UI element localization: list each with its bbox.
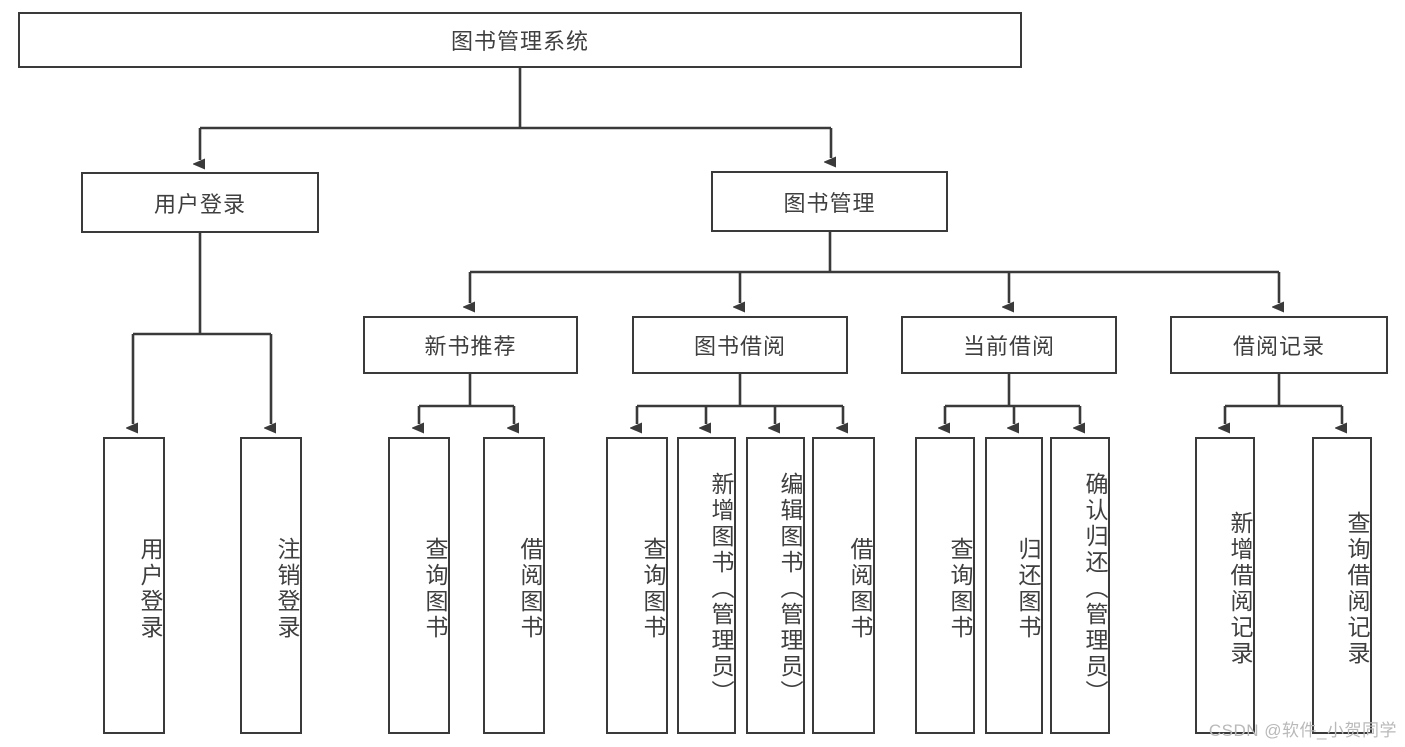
leaf-return-book[interactable]: 归还图书 <box>985 437 1043 734</box>
leaf-borrow-book-label: 借阅图书 <box>847 536 873 641</box>
node-user-login[interactable]: 用户登录 <box>81 172 319 233</box>
node-book-borrow[interactable]: 图书借阅 <box>632 316 848 374</box>
leaf-add-borrow-record-label: 新增借阅记录 <box>1227 510 1253 667</box>
leaf-borrow-book-recommend[interactable]: 借阅图书 <box>483 437 545 734</box>
watermark: CSDN @软件_小贺同学 <box>1208 721 1397 740</box>
leaf-confirm-return-admin[interactable]: 确认归还（管理员） <box>1050 437 1110 734</box>
leaf-return-book-label: 归还图书 <box>1015 536 1041 641</box>
leaf-query-book-borrow-label: 查询图书 <box>640 536 666 641</box>
leaf-query-book-current-label: 查询图书 <box>947 536 973 641</box>
leaf-query-book-current[interactable]: 查询图书 <box>915 437 975 734</box>
node-book-borrow-label: 图书借阅 <box>693 334 786 359</box>
leaf-logout-label: 注销登录 <box>274 536 300 641</box>
leaf-edit-book-admin[interactable]: 编辑图书（管理员） <box>746 437 805 734</box>
node-root[interactable]: 图书管理系统 <box>18 12 1022 68</box>
node-current-borrow-label: 当前借阅 <box>962 334 1055 359</box>
node-new-book-recommend-label: 新书推荐 <box>424 334 517 359</box>
node-current-borrow[interactable]: 当前借阅 <box>901 316 1117 374</box>
leaf-logout[interactable]: 注销登录 <box>240 437 302 734</box>
leaf-query-book-recommend[interactable]: 查询图书 <box>388 437 450 734</box>
node-user-login-label: 用户登录 <box>153 191 246 217</box>
leaf-query-book-borrow[interactable]: 查询图书 <box>606 437 668 734</box>
leaf-query-book-recommend-label: 查询图书 <box>422 536 448 641</box>
leaf-query-borrow-record[interactable]: 查询借阅记录 <box>1312 437 1372 734</box>
leaf-borrow-book[interactable]: 借阅图书 <box>812 437 875 734</box>
leaf-add-borrow-record[interactable]: 新增借阅记录 <box>1195 437 1255 734</box>
leaf-add-book-admin-label: 新增图书（管理员） <box>708 471 734 706</box>
leaf-user-login[interactable]: 用户登录 <box>103 437 165 734</box>
node-borrow-record-label: 借阅记录 <box>1232 334 1325 359</box>
leaf-confirm-return-admin-label: 确认归还（管理员） <box>1082 471 1108 706</box>
leaf-edit-book-admin-label: 编辑图书（管理员） <box>777 471 803 706</box>
leaf-query-borrow-record-label: 查询借阅记录 <box>1344 510 1370 667</box>
leaf-add-book-admin[interactable]: 新增图书（管理员） <box>677 437 736 734</box>
node-borrow-record[interactable]: 借阅记录 <box>1170 316 1388 374</box>
node-new-book-recommend[interactable]: 新书推荐 <box>363 316 578 374</box>
node-book-management[interactable]: 图书管理 <box>711 171 948 232</box>
leaf-borrow-book-recommend-label: 借阅图书 <box>517 536 543 641</box>
node-root-label: 图书管理系统 <box>450 29 589 54</box>
node-book-management-label: 图书管理 <box>783 190 876 216</box>
leaf-user-login-label: 用户登录 <box>137 536 163 641</box>
